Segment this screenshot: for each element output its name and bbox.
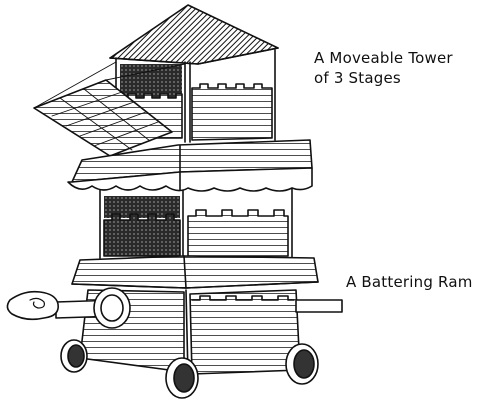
- upper-awning: [67, 139, 313, 192]
- pyramid-roof: [109, 4, 279, 65]
- tower-caption: A Moveable Tower of 3 Stages: [314, 48, 453, 88]
- wheels: [60, 339, 319, 399]
- middle-stage: [99, 187, 293, 259]
- ram-caption: A Battering Ram: [346, 273, 473, 291]
- tower-caption-line1: A Moveable Tower: [314, 49, 453, 67]
- battering-ram: [6, 287, 343, 329]
- tower-caption-line2: of 3 Stages: [314, 69, 401, 87]
- lower-awning: [71, 255, 319, 289]
- tilted-shield-panel: [33, 61, 186, 157]
